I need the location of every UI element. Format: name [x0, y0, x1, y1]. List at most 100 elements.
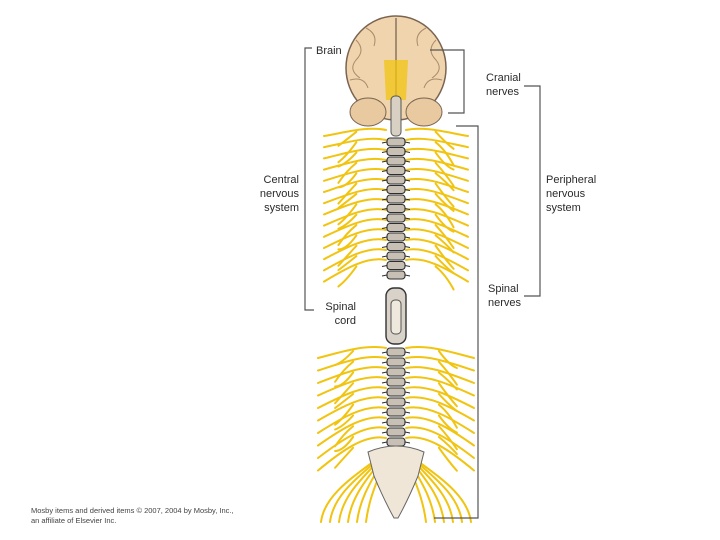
spinal-nerve-branch: [405, 127, 469, 137]
spinal-nerve-branch: [323, 198, 387, 216]
spinal-nerve-branch: [405, 218, 469, 238]
spinal-nerve-branch: [334, 382, 355, 405]
vertebra: [381, 146, 411, 157]
cranial-nerves-bracket: [430, 49, 465, 114]
spinal-nerve-branch: [317, 436, 387, 472]
spinal-nerve-branch: [323, 178, 387, 193]
vertebra: [381, 203, 411, 214]
central-nervous-system-label: Central nervous system: [259, 174, 299, 214]
spinal-nerve-branch: [405, 157, 469, 171]
spinal-nerve-branch: [405, 248, 469, 272]
spinal-nerve-branch: [405, 168, 469, 182]
brain-label: Brain: [316, 45, 342, 57]
spinal-nerve-branch: [405, 137, 469, 149]
spinal-nerve-branch: [317, 386, 387, 409]
spinal-nerve-branch: [437, 436, 458, 455]
spinal-nerve-branch: [323, 188, 387, 205]
spinal-column: [381, 137, 411, 447]
spinal-nerve-branch: [434, 265, 455, 291]
spinal-nerve-branch: [405, 426, 475, 459]
vertebra: [381, 357, 411, 367]
spinal-cord-label: Spinal cord: [325, 301, 356, 327]
spinal-nerve-branch: [405, 356, 475, 372]
vertebra: [381, 367, 411, 377]
spinal-nerve-branch: [334, 414, 355, 431]
vertebra: [381, 437, 411, 447]
vertebra: [381, 137, 411, 147]
peripheral-nervous-system-label: Peripheral nervous system: [546, 174, 597, 214]
vertebra: [381, 377, 411, 387]
vertebra: [381, 397, 411, 407]
spinal-nerve-branch: [405, 258, 469, 283]
spinal-nerve-branch: [334, 393, 355, 409]
spinal-nerve-branch: [405, 228, 469, 249]
spinal-nerve-branch: [405, 208, 469, 227]
vertebra: [381, 165, 411, 176]
spinal-nerve-branch: [434, 182, 455, 208]
spinal-nerve-branch: [323, 137, 387, 149]
spinal-nerve-branch: [323, 147, 387, 160]
spinal-nerves-label: Spinal nerves: [488, 283, 522, 309]
spinal-nerve-branch: [337, 192, 358, 209]
spinal-nerve-branch: [405, 178, 469, 193]
spinal-nerve-branch: [317, 356, 387, 372]
spinal-nerve-branch: [334, 446, 355, 469]
spinal-nerve-branch: [323, 258, 387, 283]
vertebra: [381, 222, 411, 233]
spinal-nerve-branch: [337, 213, 358, 230]
spinal-nerve-branch: [317, 416, 387, 447]
spinal-nerve-branch: [437, 414, 458, 434]
spinal-nerve-branch: [405, 345, 475, 359]
spinal-nerve-branch: [405, 386, 475, 409]
vertebra: [381, 347, 411, 357]
spinal-nerve-branch: [323, 248, 387, 272]
spinal-nerve-branch: [323, 218, 387, 238]
spinal-nerve-branch: [323, 238, 387, 261]
sacrum: [367, 445, 425, 519]
spinal-nerve-branch: [437, 425, 458, 451]
vertebra: [381, 194, 411, 204]
spinal-nerve-branch: [405, 147, 469, 160]
central-nervous-system-bracket: [304, 47, 314, 311]
peripheral-nervous-system-bracket: [524, 85, 541, 297]
spinal-nerve-branch: [323, 208, 387, 227]
brain-illustration: [345, 15, 447, 137]
spinal-nerve-branch: [334, 436, 355, 452]
spinal-nerve-branch: [337, 234, 358, 251]
spinal-nerve-branch: [405, 436, 475, 472]
spinal-nerve-branch: [405, 376, 475, 397]
spinal-nerve-branch: [323, 168, 387, 182]
vertebra: [381, 407, 411, 417]
spinal-nerve-branch: [323, 228, 387, 249]
spinal-nerve-branch: [317, 376, 387, 397]
spinal-nerve-branch: [337, 244, 358, 267]
spinal-nerve-branch: [405, 366, 475, 384]
spinal-nerve-branch: [437, 446, 458, 472]
spinal-nerve-branch: [317, 345, 387, 359]
spinal-nerve-branch: [334, 371, 355, 388]
vertebra: [381, 427, 411, 437]
vertebra: [381, 156, 411, 166]
spinal-nerve-branch: [405, 238, 469, 261]
spinal-nerve-branch: [405, 198, 469, 216]
copyright-credit: Mosby items and derived items © 2007, 20…: [31, 506, 234, 525]
vertebra: [381, 175, 411, 185]
vertebra: [381, 270, 411, 280]
vertebra: [381, 232, 411, 242]
vertebra: [381, 260, 411, 271]
vertebra: [381, 251, 411, 261]
spinal-nerve-branch: [334, 360, 355, 383]
spinal-cord-cutaway: [385, 287, 407, 345]
spinal-nerve-branch: [405, 188, 469, 205]
spinal-nerve-branch: [317, 366, 387, 384]
spinal-nerve-branch: [405, 396, 475, 422]
vertebra: [381, 241, 411, 252]
vertebra: [381, 387, 411, 397]
spinal-nerve-branch: [337, 161, 358, 184]
spinal-nerve-branch: [323, 127, 387, 137]
spinal-nerve-branch: [317, 396, 387, 422]
spinal-nerve-branch: [337, 141, 358, 164]
spinal-nerve-branch: [337, 265, 358, 288]
cranial-nerves-label: Cranial nerves: [486, 72, 521, 98]
